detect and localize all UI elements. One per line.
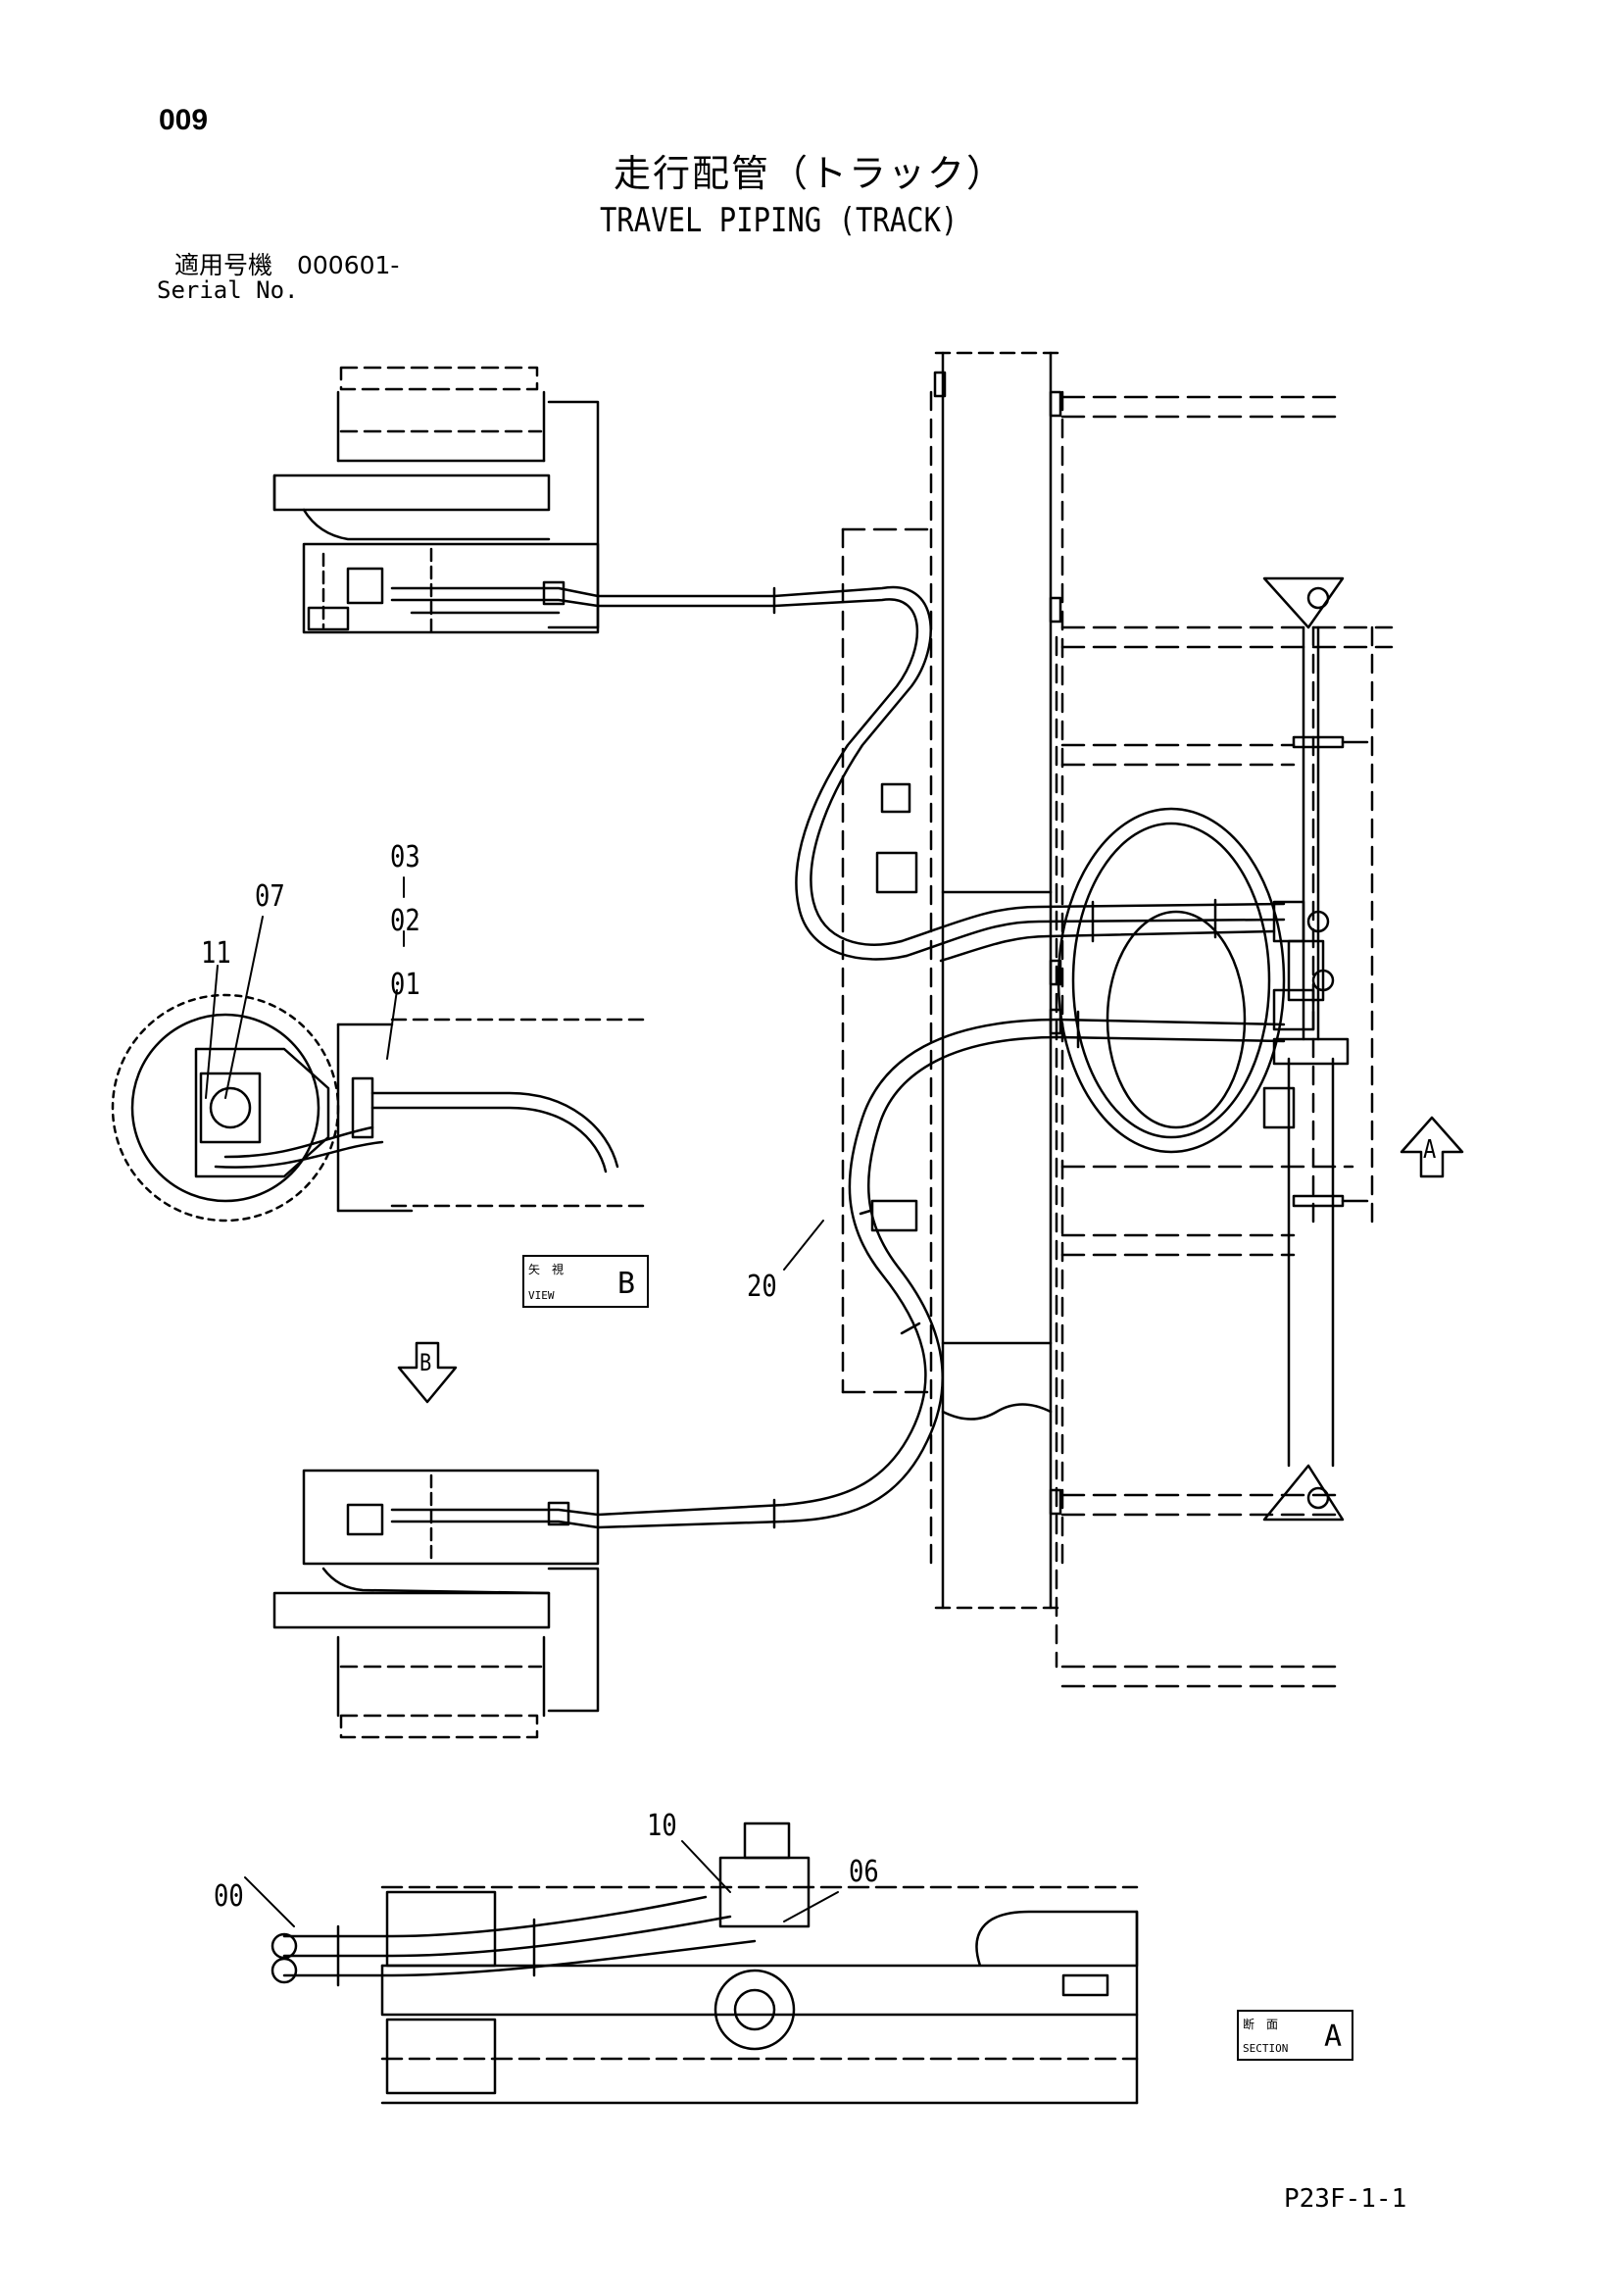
hose-upper-bundle <box>900 898 1286 963</box>
section-a-label-letter: A <box>1323 2020 1342 2054</box>
view-a-arrow <box>1400 1116 1464 1178</box>
hose-loop-right <box>1057 807 1286 1154</box>
callout-07: 07 <box>255 879 285 914</box>
callout-06: 06 <box>849 1855 879 1889</box>
title-english: TRAVEL PIPING (TRACK) <box>600 201 959 240</box>
page-number: 009 <box>159 104 209 136</box>
callout-00: 00 <box>214 1879 244 1914</box>
callout-10: 10 <box>647 1809 677 1843</box>
center-dashed-verticals <box>841 527 1374 1669</box>
callout-03: 03 <box>390 840 420 874</box>
hose-bottom-motor <box>390 1498 786 1529</box>
view-b-label-jp: 矢 視 <box>528 1263 565 1276</box>
callout-20: 20 <box>747 1270 777 1304</box>
fittings-cluster <box>1262 900 1335 1129</box>
view-b-label: 矢 視 VIEW B <box>522 1255 649 1308</box>
callout-02: 02 <box>390 904 420 938</box>
hose-top-motor <box>390 580 932 961</box>
section-a-detail <box>270 1822 1139 2105</box>
frame-rails <box>841 395 1394 1688</box>
hose-brackets-middle <box>870 782 918 1232</box>
section-a-label-en: SECTION <box>1243 2042 1289 2055</box>
view-b-label-letter: B <box>616 1267 635 1301</box>
hose-middle-s <box>782 1010 1286 1523</box>
view-b-detail <box>111 993 649 1223</box>
callout-11: 11 <box>201 936 231 971</box>
view-a-arrow-letter: A <box>1423 1135 1437 1165</box>
footer-page-code: P23F-1-1 <box>1284 2184 1407 2214</box>
travel-motor-top <box>272 366 600 634</box>
view-b-arrow <box>397 1341 458 1404</box>
swivel-bracket-bottom <box>1262 1037 1369 1522</box>
title-japanese: 走行配管（トラック） <box>614 152 1007 195</box>
callout-01: 01 <box>390 968 420 1002</box>
frame-clamps <box>933 371 1062 1516</box>
view-b-arrow-letter: B <box>419 1349 432 1376</box>
travel-motor-bottom <box>272 1469 600 1739</box>
center-frame <box>929 351 1064 1610</box>
section-a-label-jp: 断 面 <box>1243 2018 1279 2031</box>
leader-lines <box>205 876 839 1927</box>
serial-label-english: Serial No. <box>157 276 299 304</box>
section-a-label: 断 面 SECTION A <box>1237 2010 1353 2061</box>
serial-range-japanese: 適用号機 000601- <box>174 251 400 279</box>
view-b-label-en: VIEW <box>528 1289 555 1302</box>
